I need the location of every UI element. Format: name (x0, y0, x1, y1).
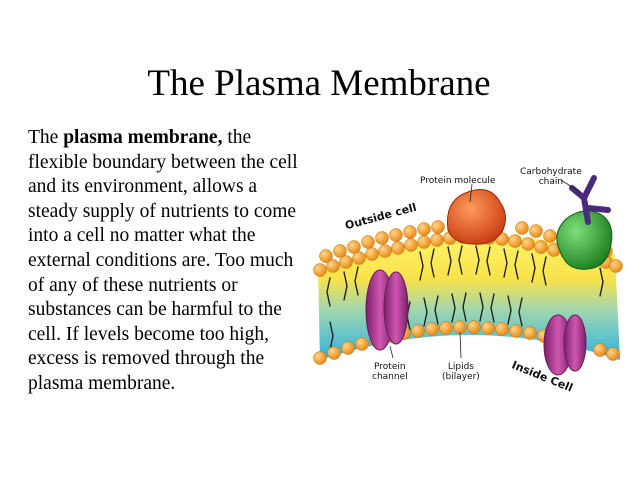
slide-title: The Plasma Membrane (147, 63, 491, 104)
green-protein (556, 210, 613, 270)
lipid-tails (326, 245, 604, 351)
leader-lines (389, 179, 581, 359)
label-protein-molecule: Protein molecule (420, 176, 496, 186)
protein-channel-left (365, 269, 409, 351)
protein-channel-right (543, 314, 587, 376)
paragraph-term: plasma membrane, (63, 127, 223, 148)
protein-molecule (446, 189, 506, 245)
membrane-illustration (313, 175, 623, 376)
paragraph-rest: the flexible boundary between the cell a… (28, 127, 298, 394)
body-paragraph: The plasma membrane, the flexible bounda… (28, 126, 303, 397)
carbohydrate-chain (569, 175, 611, 225)
label-lipids: Lipids(bilayer) (442, 362, 480, 382)
paragraph-lead: The (28, 127, 64, 148)
